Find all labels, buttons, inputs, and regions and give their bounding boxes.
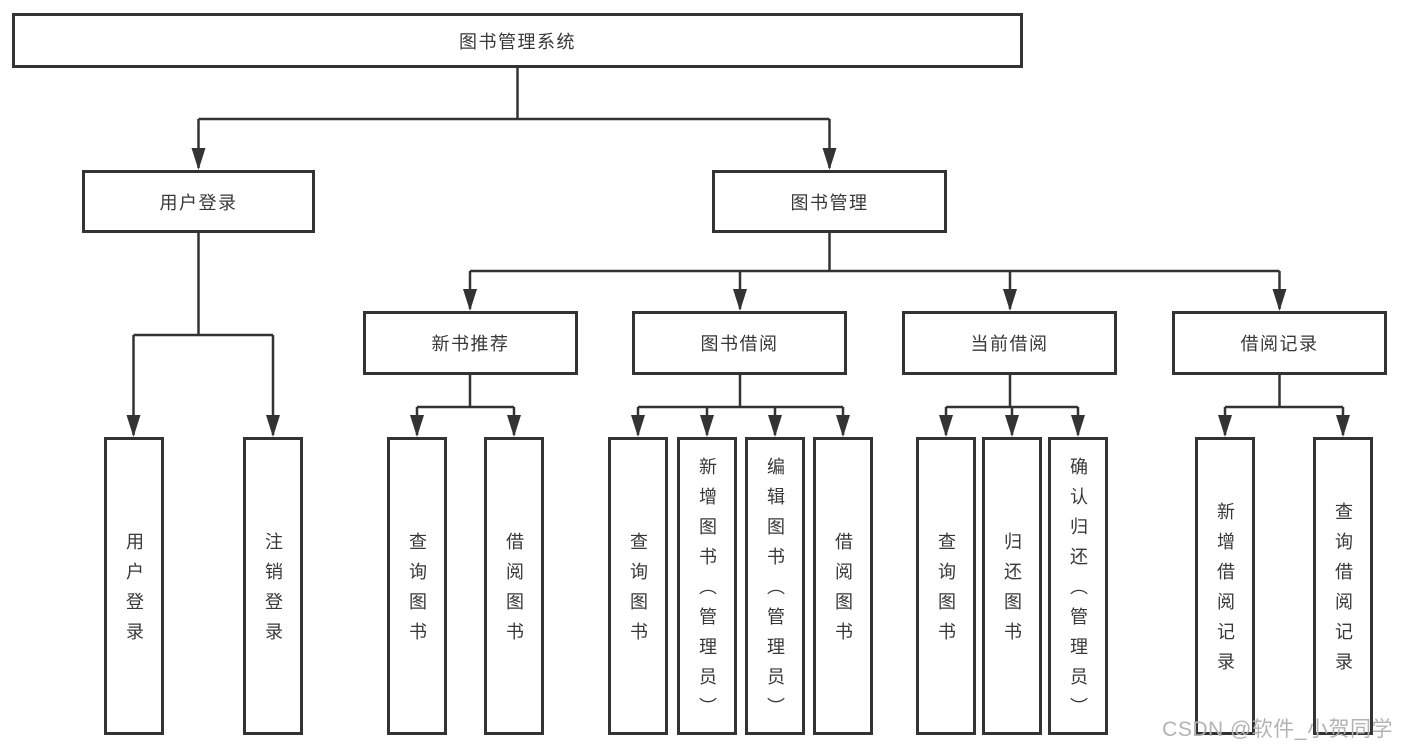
leaf-borrowing-search-book: 查询图书 — [608, 437, 668, 735]
node-new-book-recommend: 新书推荐 — [363, 311, 578, 375]
leaf-records-add-record: 新增借阅记录 — [1195, 437, 1255, 735]
node-user-login: 用户登录 — [82, 170, 315, 233]
node-borrowing-records: 借阅记录 — [1172, 311, 1387, 375]
leaf-label: 确认归还（管理员） — [1068, 457, 1088, 727]
leaf-label: 查询图书 — [628, 532, 648, 652]
leaf-label: 查询图书 — [936, 532, 956, 652]
leaf-current-return-book: 归还图书 — [982, 437, 1042, 735]
leaf-borrowing-add-book-admin: 新增图书（管理员） — [677, 437, 737, 735]
leaf-current-search-book: 查询图书 — [916, 437, 976, 735]
leaf-borrowing-borrow-book: 借阅图书 — [813, 437, 873, 735]
leaf-newbook-borrow-book: 借阅图书 — [484, 437, 544, 735]
leaf-records-search-record: 查询借阅记录 — [1313, 437, 1373, 735]
leaf-label: 借阅图书 — [504, 532, 524, 652]
leaf-label: 编辑图书（管理员） — [765, 457, 785, 727]
leaf-label: 借阅图书 — [833, 532, 853, 652]
leaf-label: 注销登录 — [263, 532, 283, 652]
leaf-label: 新增借阅记录 — [1215, 502, 1235, 682]
leaf-label: 查询借阅记录 — [1333, 502, 1353, 682]
leaf-label: 归还图书 — [1002, 532, 1022, 652]
node-current-borrowing: 当前借阅 — [902, 311, 1117, 375]
node-book-management: 图书管理 — [712, 170, 947, 233]
node-book-borrowing: 图书借阅 — [632, 311, 847, 375]
leaf-label: 新增图书（管理员） — [697, 457, 717, 727]
node-library-management-system: 图书管理系统 — [12, 13, 1023, 68]
leaf-label: 查询图书 — [407, 532, 427, 652]
leaf-borrowing-edit-book-admin: 编辑图书（管理员） — [745, 437, 805, 735]
leaf-logout: 注销登录 — [243, 437, 303, 735]
leaf-label: 用户登录 — [124, 532, 144, 652]
watermark: CSDN @软件_小贺同学 — [1162, 718, 1393, 741]
leaf-user-login: 用户登录 — [104, 437, 164, 735]
leaf-current-confirm-return-admin: 确认归还（管理员） — [1048, 437, 1108, 735]
leaf-newbook-search-book: 查询图书 — [387, 437, 447, 735]
